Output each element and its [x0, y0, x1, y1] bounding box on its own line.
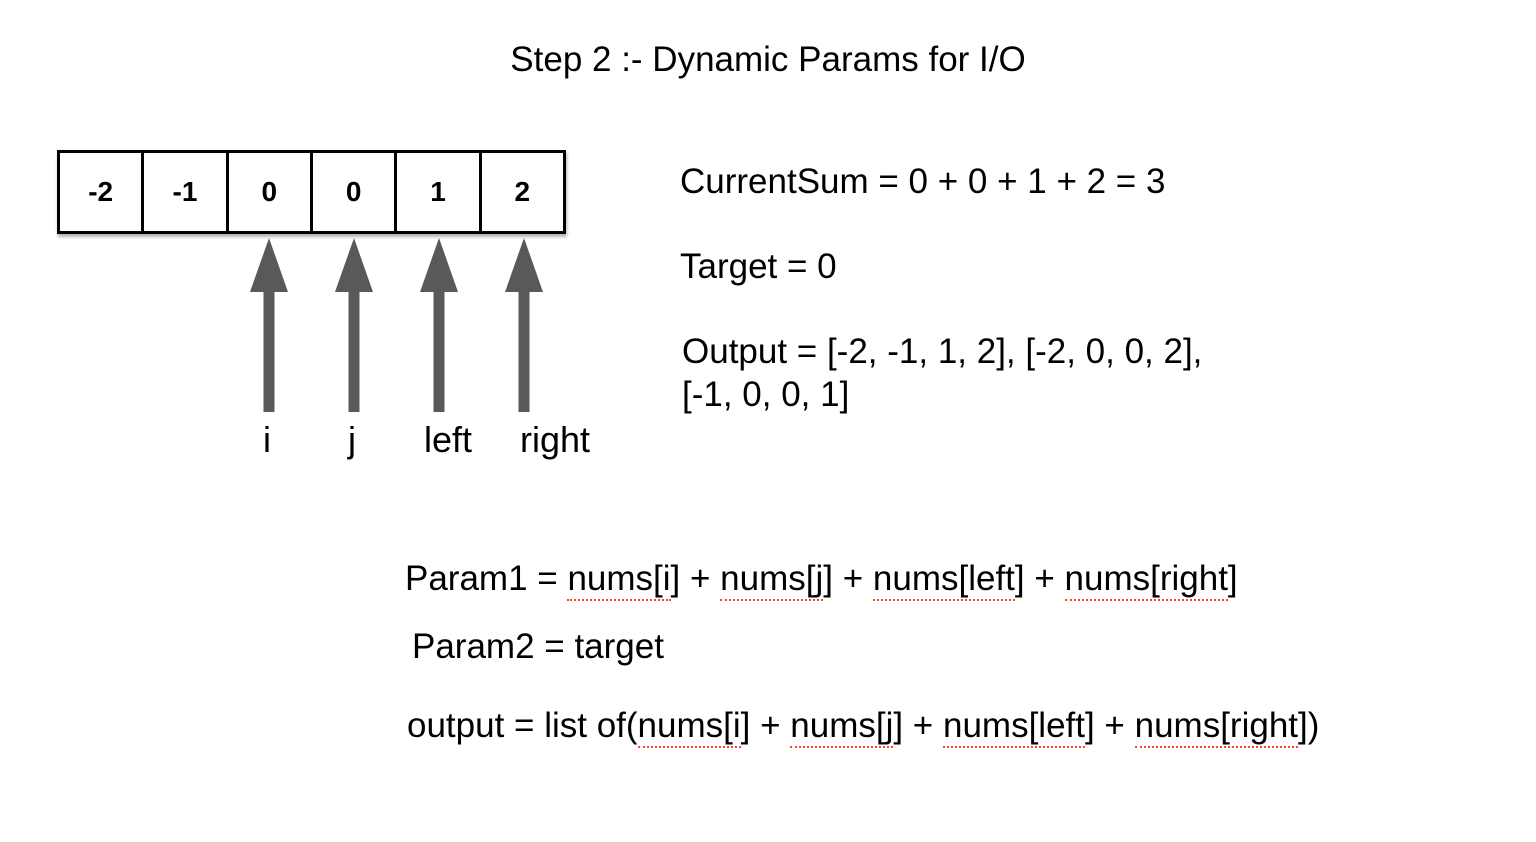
spellcheck-underline: nums[i: [637, 706, 741, 748]
spellcheck-underline: nums[j: [720, 559, 824, 601]
pointer-label-right: right: [519, 419, 591, 460]
up-arrow-icon: [250, 238, 288, 412]
output-values-line1: Output = [-2, -1, 1, 2], [-2, 0, 0, 2],: [682, 332, 1203, 371]
pointer-label-j: j: [348, 419, 356, 460]
output-suffix: ]): [1298, 706, 1320, 745]
spellcheck-underline: nums[left: [942, 706, 1085, 748]
param1-suffix: ]: [1227, 559, 1238, 598]
param1-plain: ] +: [1014, 559, 1065, 598]
nums-array: -2 -1 0 0 1 2: [57, 150, 566, 234]
output-values-line2: [-1, 0, 0, 1]: [682, 375, 850, 414]
param1-prefix: Param1 =: [405, 559, 568, 598]
array-cell: -1: [144, 153, 229, 231]
array-cell: 2: [481, 153, 563, 231]
param1-plain: ] +: [823, 559, 873, 598]
up-arrow-icon: [420, 238, 458, 412]
spellcheck-underline: nums[j: [790, 706, 894, 748]
array-cell: -2: [60, 153, 145, 231]
spellcheck-underline: nums[right: [1064, 559, 1228, 601]
param1-plain: ] +: [670, 559, 721, 598]
array-cell: 0: [312, 153, 398, 231]
output-values-text: Output = [-2, -1, 1, 2], [-2, 0, 0, 2], …: [682, 330, 1342, 416]
output-formula: output = list of(nums[i] + nums[j] + num…: [407, 704, 1320, 748]
param1-formula: Param1 = nums[i] + nums[j] + nums[left] …: [405, 557, 1238, 601]
spellcheck-underline: nums[left: [872, 559, 1015, 601]
up-arrow-icon: [505, 238, 543, 412]
output-prefix: output = list of(: [407, 706, 638, 745]
output-plain: ] +: [1084, 706, 1135, 745]
output-plain: ] +: [893, 706, 943, 745]
target-text: Target = 0: [680, 247, 837, 286]
array-cell: 1: [397, 153, 482, 231]
up-arrow-icon: [335, 238, 373, 412]
slide-title: Step 2 :- Dynamic Params for I/O: [510, 40, 1026, 79]
array-cell: 0: [228, 153, 313, 231]
current-sum-text: CurrentSum = 0 + 0 + 1 + 2 = 3: [680, 162, 1166, 201]
spellcheck-underline: nums[i: [567, 559, 671, 601]
spellcheck-underline: nums[right: [1134, 706, 1299, 748]
param2-formula: Param2 = target: [412, 627, 664, 666]
pointer-label-i: i: [263, 419, 271, 460]
output-plain: ] +: [740, 706, 791, 745]
pointer-label-left: left: [423, 419, 473, 460]
